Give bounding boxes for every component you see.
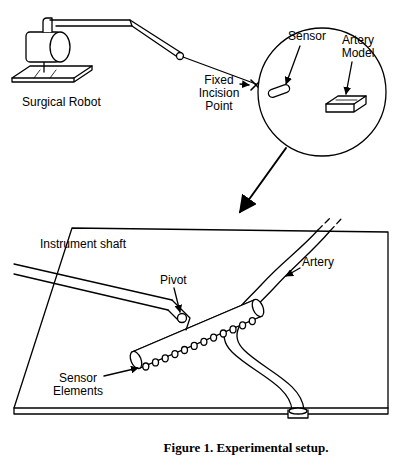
instrument-shaft	[14, 264, 190, 330]
sensor-cylinder	[128, 298, 266, 370]
part-label: Artery	[302, 256, 334, 269]
part-label: Artery Model	[336, 34, 380, 60]
sensor-element	[249, 318, 255, 325]
sensor-element	[153, 359, 159, 366]
sensor-element	[172, 351, 178, 358]
base-plate	[14, 228, 388, 414]
leader-line	[104, 368, 138, 376]
sensor-element	[143, 363, 149, 370]
part-label: Surgical Robot	[22, 96, 101, 109]
zoom-circle	[258, 28, 386, 156]
zoom-arrow	[240, 148, 286, 212]
sensor-element	[230, 326, 236, 333]
sensor-element	[220, 330, 226, 337]
sensor-element	[162, 355, 168, 362]
sensor-element	[240, 322, 246, 329]
sensor-element	[182, 347, 188, 354]
part-label: Sensor Elements	[52, 372, 104, 398]
part-label: Pivot	[160, 274, 187, 287]
sensor-element	[211, 334, 217, 341]
sensor-element	[191, 342, 197, 349]
figure-caption: Figure 1. Experimental setup.	[164, 440, 329, 456]
part-label: Instrument shaft	[40, 238, 126, 251]
part-label: Sensor	[288, 30, 326, 43]
sensor-element	[201, 338, 207, 345]
part-label: Fixed Incision Point	[196, 74, 242, 113]
leader-line	[240, 84, 249, 85]
